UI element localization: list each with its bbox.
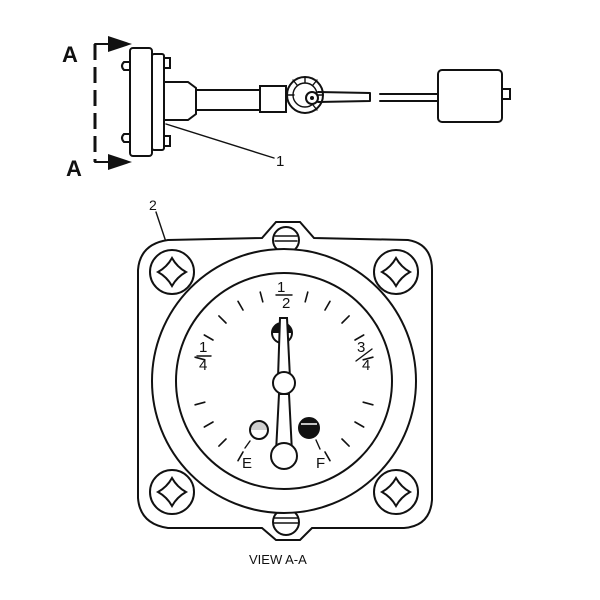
dial-tick-mark bbox=[259, 291, 264, 303]
corner-screw-top-left-icon bbox=[149, 249, 195, 295]
dial-tick-mark bbox=[237, 300, 244, 311]
label-quarter: 1 4 bbox=[196, 339, 212, 374]
callout-1-label: 1 bbox=[276, 153, 284, 170]
label-three-quarter-numerator: 3 bbox=[357, 339, 365, 356]
callout-1-leader bbox=[165, 123, 275, 159]
dial-tick-mark bbox=[194, 356, 206, 361]
full-indicator-icon bbox=[298, 417, 320, 439]
dial-tick-mark bbox=[362, 356, 374, 361]
side-view: A A bbox=[62, 36, 511, 181]
dial-tick-mark bbox=[304, 291, 309, 303]
label-three-quarter-denominator: 4 bbox=[362, 357, 370, 374]
arrow-head-top-icon bbox=[108, 36, 132, 52]
label-half-numerator: 1 bbox=[277, 279, 285, 296]
label-three-quarter: 3 4 bbox=[355, 339, 373, 374]
front-view: 2 bbox=[137, 197, 433, 567]
gauge-side-profile bbox=[121, 47, 511, 157]
corner-screw-bottom-right-icon bbox=[373, 469, 419, 515]
dial-tick-mark bbox=[218, 438, 227, 447]
dial-ticks bbox=[194, 291, 374, 462]
corner-screw-bottom-left-icon bbox=[149, 469, 195, 515]
label-quarter-denominator: 4 bbox=[199, 357, 207, 374]
dial-tick-mark bbox=[203, 334, 214, 341]
dial-tick-mark bbox=[218, 315, 227, 324]
label-full: F bbox=[316, 455, 325, 472]
section-marker-bottom: A bbox=[66, 156, 82, 181]
upper-needle bbox=[276, 317, 292, 379]
label-half-denominator: 2 bbox=[282, 295, 290, 312]
dial-tick-mark bbox=[324, 451, 331, 462]
dial-tick-mark bbox=[324, 300, 331, 311]
needle-hub-lower bbox=[270, 442, 298, 470]
dial-tick-mark bbox=[354, 421, 365, 428]
section-marker-top: A bbox=[62, 42, 78, 67]
label-empty: E bbox=[242, 455, 252, 472]
empty-indicator-icon bbox=[249, 420, 269, 440]
callout-2-label: 2 bbox=[149, 197, 157, 213]
label-half: 1 2 bbox=[275, 279, 293, 312]
dial-tick-mark bbox=[341, 315, 350, 324]
dial-tick-mark bbox=[194, 401, 206, 406]
view-caption: VIEW A-A bbox=[249, 552, 307, 567]
dial-tick-mark bbox=[237, 451, 244, 462]
arrow-head-bottom-icon bbox=[108, 154, 132, 170]
label-quarter-numerator: 1 bbox=[199, 339, 207, 356]
dial-tick-mark bbox=[341, 438, 350, 447]
dial-tick-mark bbox=[203, 421, 214, 428]
needle-hub-upper bbox=[272, 371, 296, 395]
dial-tick-mark bbox=[362, 401, 374, 406]
dial-tick-mark bbox=[354, 334, 365, 341]
corner-screw-top-right-icon bbox=[373, 249, 419, 295]
